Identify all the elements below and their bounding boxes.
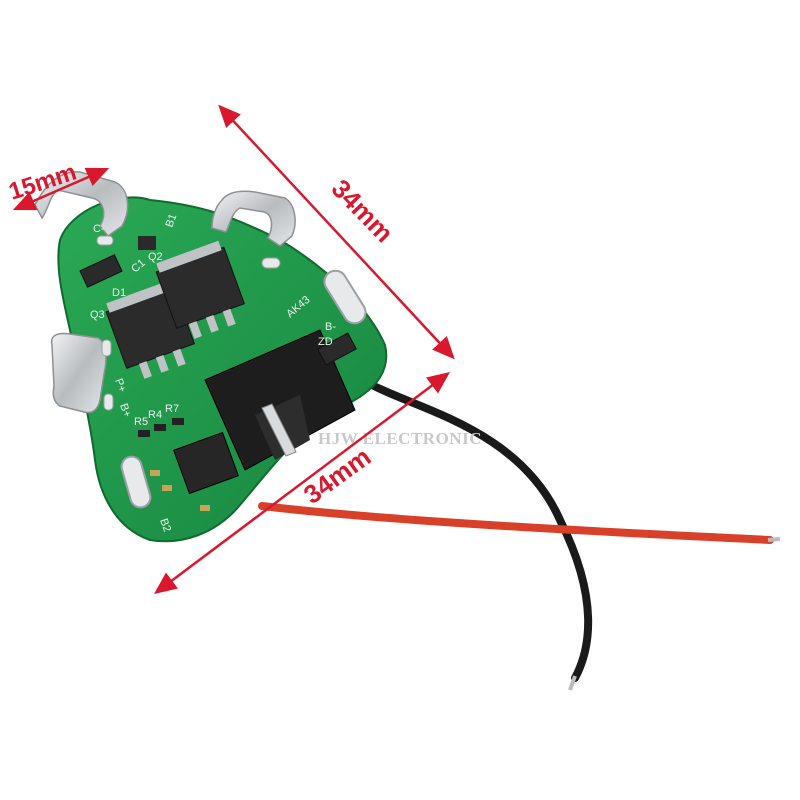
label-b-minus: B-: [325, 321, 336, 333]
label-c-minus: C-: [93, 223, 105, 235]
dimension-label-side: 34mm: [326, 173, 400, 248]
label-b-plus: B+: [117, 402, 133, 419]
capacitor-2: [162, 485, 172, 491]
red-wire-tip: [767, 537, 781, 542]
resistor-r5: [138, 430, 150, 437]
capacitor-1: [150, 470, 160, 476]
dimension-arrow-width: [12, 167, 110, 211]
label-zd: ZD: [318, 336, 333, 348]
label-q2: Q2: [148, 251, 163, 263]
resistor-r4: [154, 424, 166, 431]
slot-pad-top: [261, 257, 281, 269]
slot-pad-b-plus: [103, 393, 114, 411]
black-wire-tip: [568, 675, 577, 691]
slot-pad-p: [101, 339, 112, 357]
capacitor-3: [200, 505, 210, 511]
label-p-plus: P+: [112, 377, 128, 394]
watermark: HJW ELECTRONIC: [318, 429, 482, 448]
nickel-tab-left: [50, 332, 107, 414]
label-q3: Q3: [90, 309, 105, 321]
label-d1: D1: [112, 287, 126, 299]
label-r5: R5: [134, 416, 148, 428]
dimension-arrow-side: [218, 104, 455, 360]
label-b1: B1: [164, 212, 180, 229]
dimension-arrow-base: [154, 372, 450, 594]
slot-pad-c: [96, 235, 114, 246]
label-r7: R7: [165, 403, 179, 415]
label-r4: R4: [148, 409, 162, 421]
dimension-label-base: 34mm: [298, 441, 376, 509]
red-wire: [258, 502, 774, 544]
diode-d1: [79, 254, 123, 288]
transistor-q2: [138, 236, 156, 250]
resistor-r7: [172, 418, 184, 425]
slot-pad-b2: [120, 455, 152, 509]
